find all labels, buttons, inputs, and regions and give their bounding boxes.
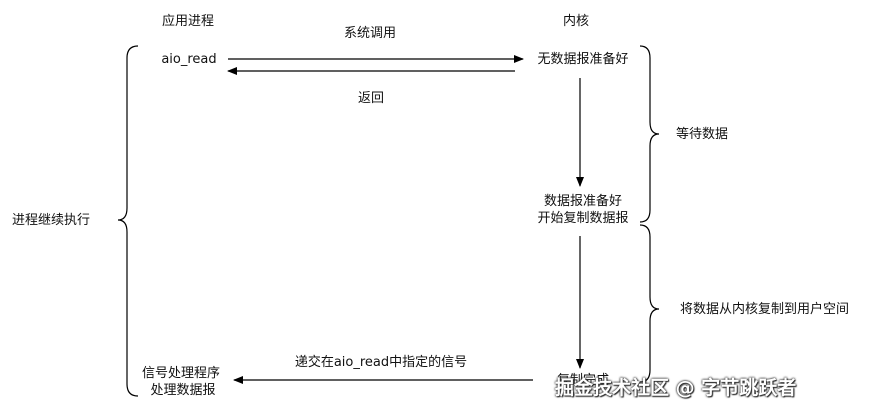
copy-to-user-label: 将数据从内核复制到用户空间 — [680, 302, 850, 317]
process-continues-label: 进程继续执行 — [12, 213, 91, 228]
signal-handler-label: 信号处理程序 — [141, 366, 221, 381]
no-data-ready-label: 无数据报准备好 — [537, 52, 629, 67]
start-copy-label: 开始复制数据报 — [537, 211, 629, 226]
process-datagram-label: 处理数据报 — [150, 383, 216, 398]
wait-data-label: 等待数据 — [676, 127, 729, 142]
data-ready-label: 数据报准备好 — [543, 194, 623, 209]
return-label: 返回 — [357, 91, 385, 106]
watermark-logo: 掘金技术社区 @ 字节跳跃者 — [555, 377, 797, 399]
kernel-header: 内核 — [562, 14, 590, 29]
wait-brace — [639, 45, 660, 223]
continue-brace — [117, 45, 139, 397]
aio-read-label: aio_read — [161, 52, 217, 67]
syscall-label: 系统调用 — [343, 26, 397, 41]
deliver-signal-label: 递交在aio_read中指定的信号 — [294, 355, 468, 370]
app-process-header: 应用进程 — [161, 14, 215, 29]
copy-brace — [639, 224, 660, 383]
copy-done-label: 复制完成 — [556, 373, 610, 388]
